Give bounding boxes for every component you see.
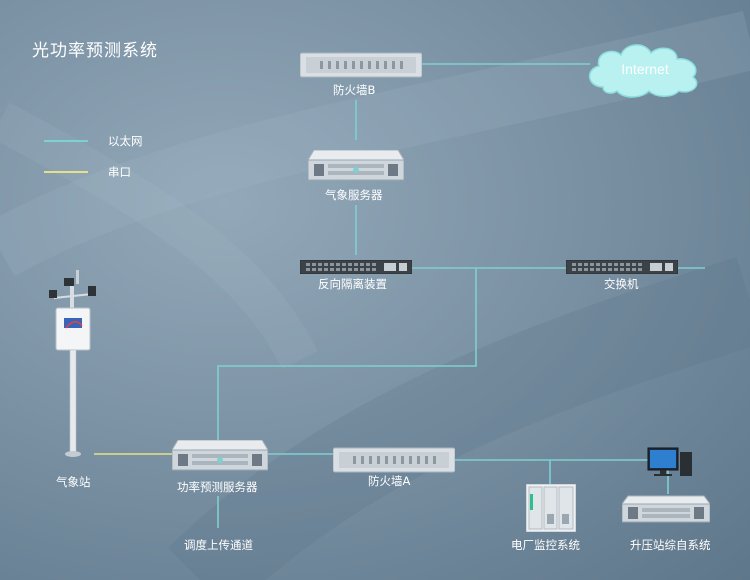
switch-label: 交换机 [604, 277, 639, 291]
switch-device [566, 260, 678, 274]
isolation-device-label: 反向隔离装置 [318, 277, 387, 291]
internet-cloud: Internet [589, 44, 698, 98]
power-server-device [172, 440, 268, 471]
weather-station-label: 气象站 [56, 475, 91, 489]
firewall-b-device [300, 52, 422, 78]
legend-serial-line [44, 171, 88, 173]
legend-ethernet-label: 以太网 [108, 134, 143, 148]
link-switch-powerserver [217, 268, 477, 440]
firewall-a-label: 防火墙A [368, 474, 411, 488]
dispatch-channel-label: 调度上传通道 [184, 538, 253, 552]
weather-server-label: 气象服务器 [325, 188, 383, 202]
plant-monitor-label: 电厂监控系统 [511, 538, 580, 552]
weather-station-device [49, 270, 96, 457]
firewall-b-label: 防火墙B [333, 83, 376, 97]
plant-monitor-device [526, 484, 576, 532]
weather-server-device [308, 150, 404, 181]
power-server-label: 功率预测服务器 [177, 480, 258, 494]
legend-serial-label: 串口 [108, 165, 131, 179]
substation-system-device [622, 447, 710, 523]
page-title: 光功率预测系统 [32, 41, 158, 61]
isolation-device [300, 260, 412, 274]
legend-ethernet-line [44, 140, 88, 142]
internet-label-text: Internet [621, 61, 669, 77]
firewall-a-device [333, 447, 455, 473]
internet-label: Internet [621, 61, 669, 77]
substation-system-label: 升压站综自系统 [630, 538, 711, 552]
